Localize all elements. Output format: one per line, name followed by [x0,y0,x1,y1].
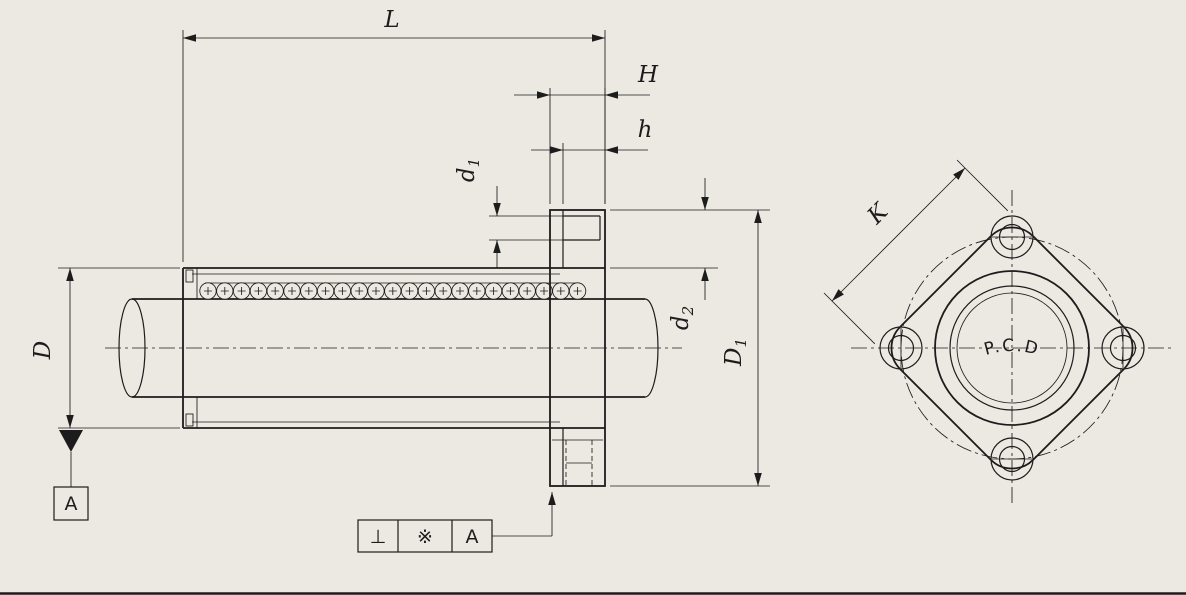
dimension-d1: d1 [454,158,563,268]
dim-label-h: h [638,117,653,143]
ball-bearings [199,282,587,300]
dimension-H: H [514,62,659,204]
datum-label: A [65,493,78,515]
retaining-clip-bottom [185,413,194,427]
dim-label-D1: D1 [721,338,750,367]
retaining-clip-top [185,269,194,283]
dimension-D1: D1 [610,210,770,487]
dimension-D: D [30,267,180,429]
dim-label-d1: d1 [454,158,483,182]
dim-label-L: L [383,7,399,33]
shaft-right-end [644,298,659,398]
datum-triangle [59,430,83,452]
datum-A: A [53,430,89,521]
flange-outline [549,209,606,487]
dim-label-K: K [862,197,895,230]
bolt-hole-right [1101,326,1145,370]
flange-bolt-hole-top [563,215,601,241]
front-view-square-flange: P.C.D K [823,159,1173,506]
inner-bore-circle [956,292,1068,404]
dim-label-H: H [637,62,659,88]
dimension-L: L [182,7,606,262]
bolt-hole-bottom [990,437,1034,481]
shaft-left-end [118,298,146,398]
dimension-h: h [531,117,652,204]
flange [549,209,606,487]
pcd-label: P.C.D [982,336,1042,360]
datum-box [53,486,89,521]
dimension-K: K [823,159,1009,345]
perpendicularity-symbol: ⊥ [370,526,387,548]
bearing-body [182,267,605,429]
tolerance-datum-label: A [466,526,479,548]
reference-mark-symbol: ※ [417,526,433,548]
center-bore: P.C.D [934,270,1090,426]
boss-circle [934,270,1090,426]
bolt-hole-left [879,326,923,370]
section-view-linear-bushing: L H h d1 d2 D1 [30,7,770,553]
dimension-d2: d2 [610,178,770,330]
tolerance-frame: ⊥ ※ A [357,492,556,553]
bolt-hole-top [990,215,1034,259]
dim-label-d2: d2 [668,306,697,330]
dim-label-D: D [30,341,56,360]
outer-bore-circle [949,285,1075,411]
